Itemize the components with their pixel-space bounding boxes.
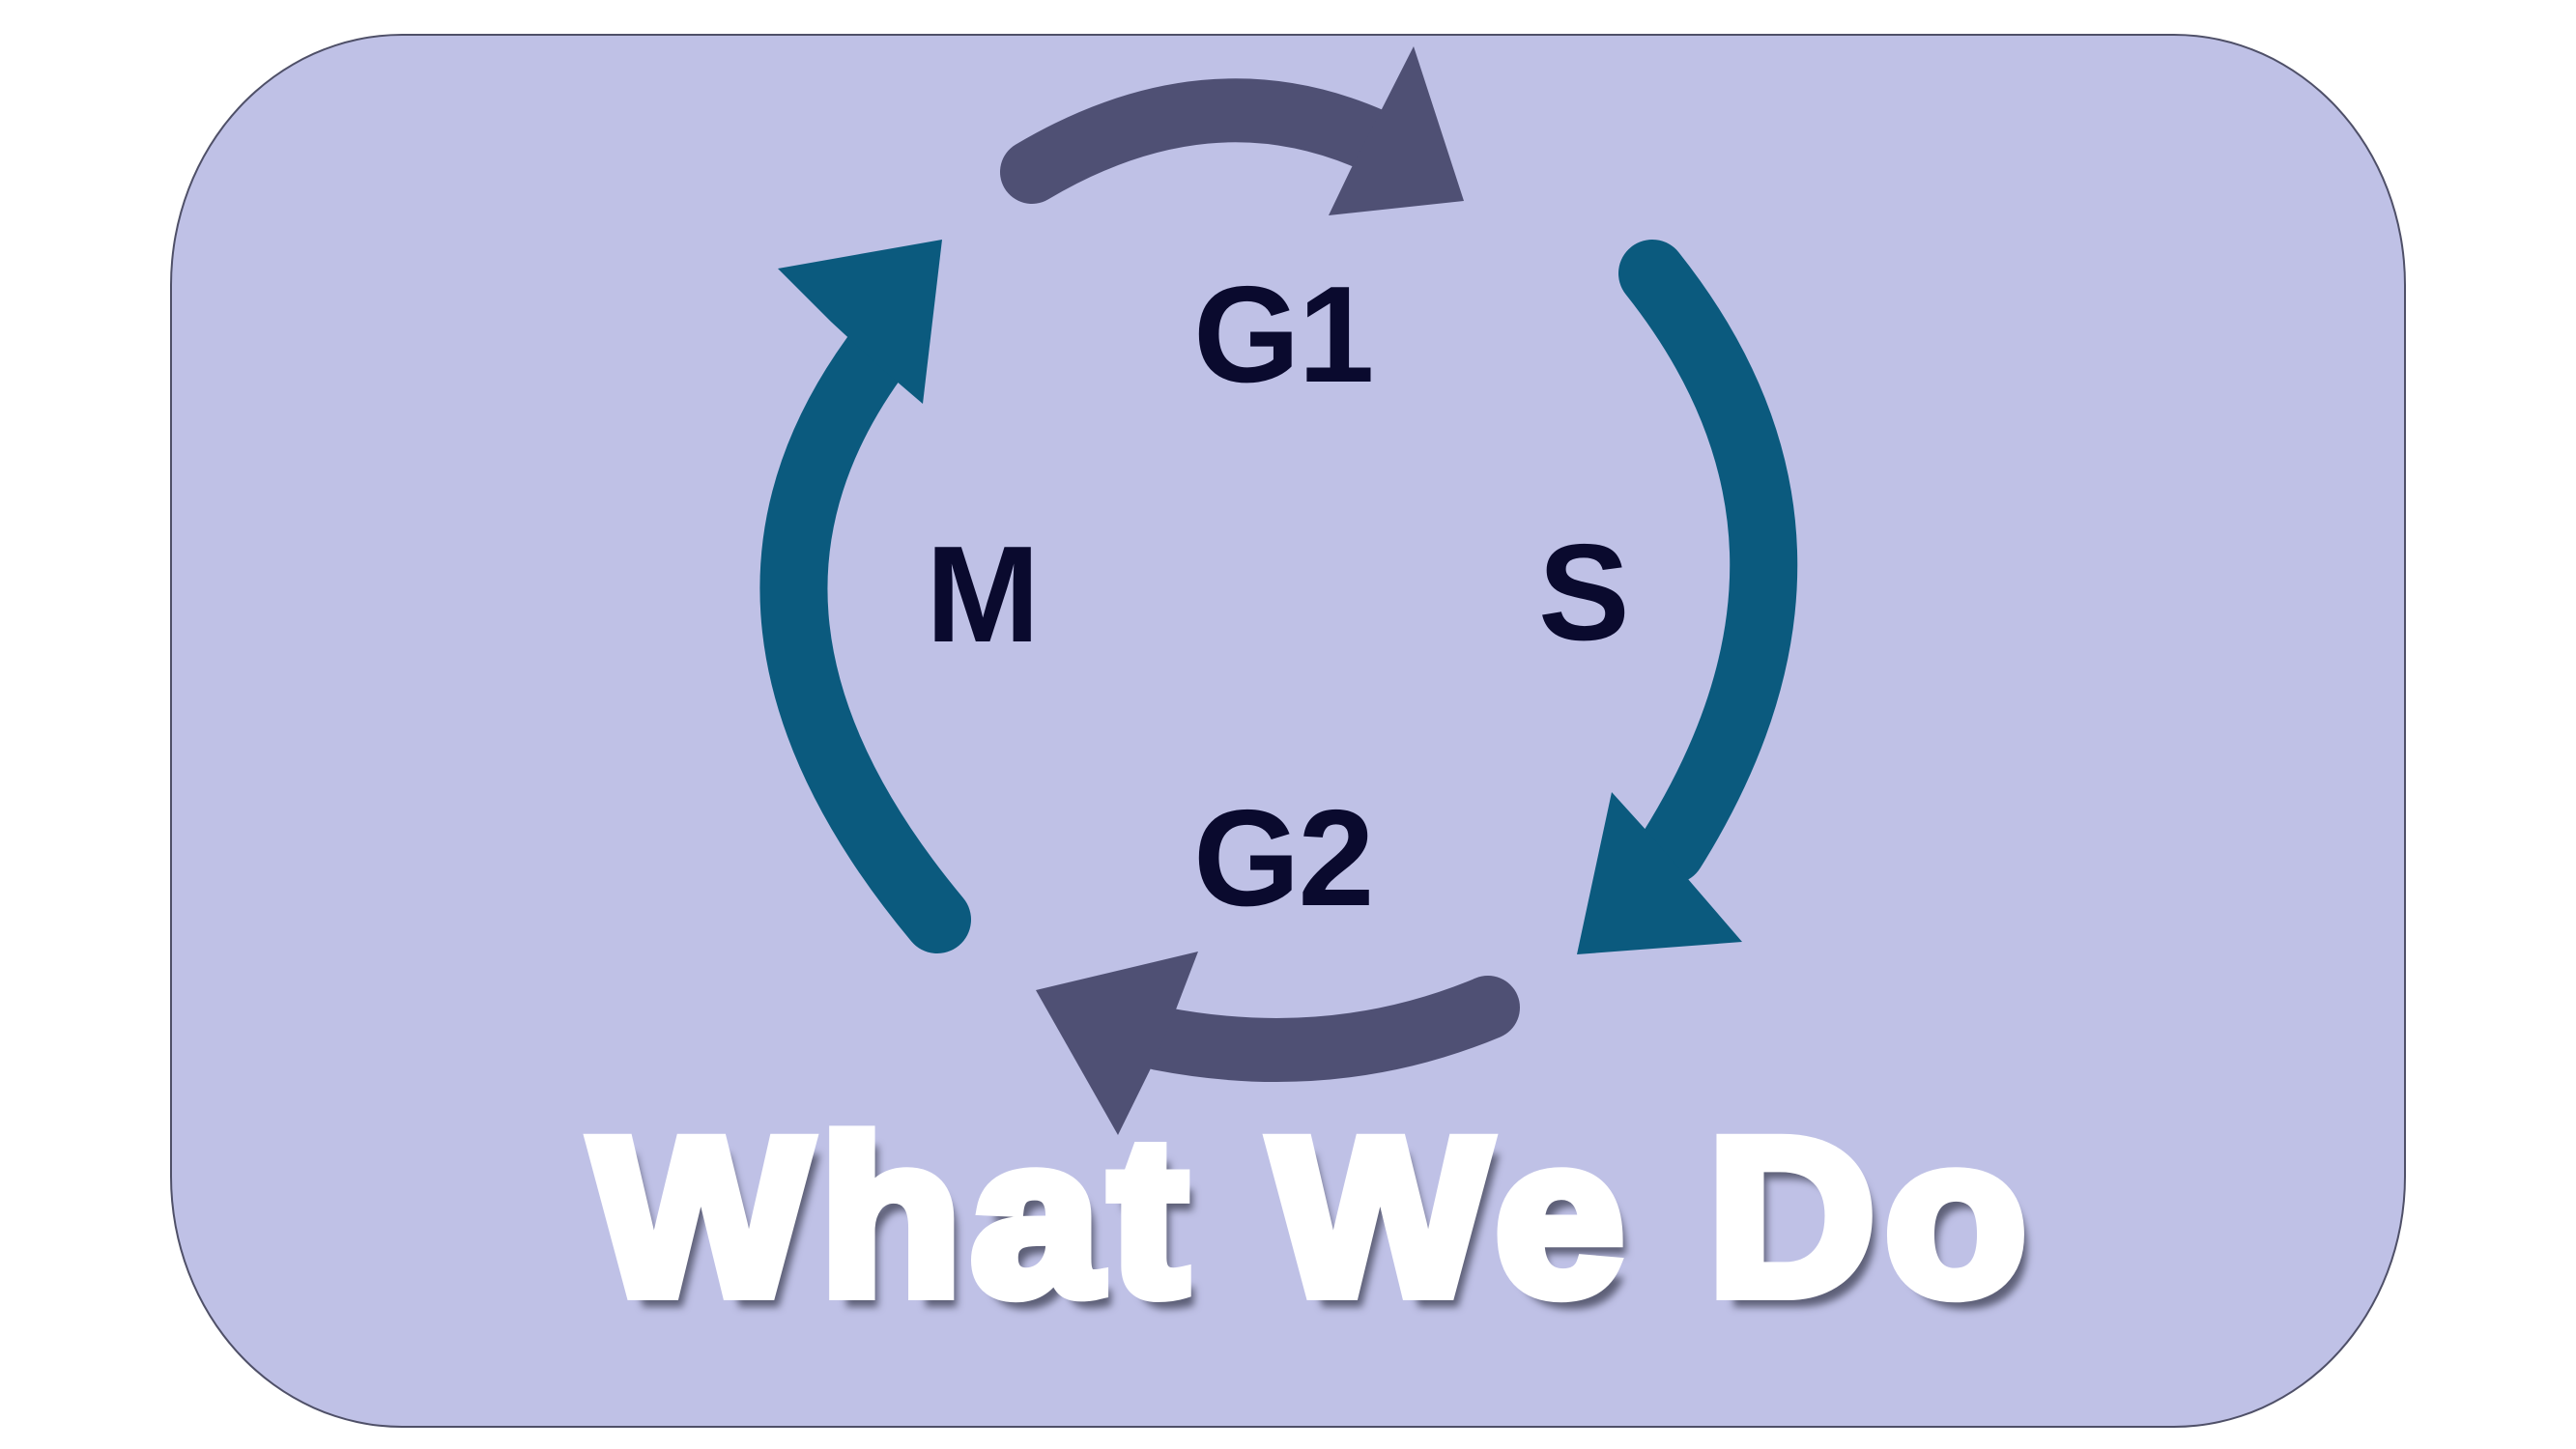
arrow-left-icon bbox=[759, 240, 971, 953]
phase-label-m: M bbox=[926, 518, 1040, 671]
arrow-bottom-icon bbox=[1036, 952, 1520, 1135]
arrow-top-icon bbox=[1000, 46, 1464, 215]
phase-label-g2: G2 bbox=[1193, 781, 1374, 935]
page-title: What We Do bbox=[585, 1093, 2037, 1341]
arrow-right-icon bbox=[1577, 240, 1798, 954]
phase-label-g1: G1 bbox=[1193, 258, 1374, 412]
card-background bbox=[170, 34, 2406, 1428]
phase-label-s: S bbox=[1538, 516, 1630, 669]
